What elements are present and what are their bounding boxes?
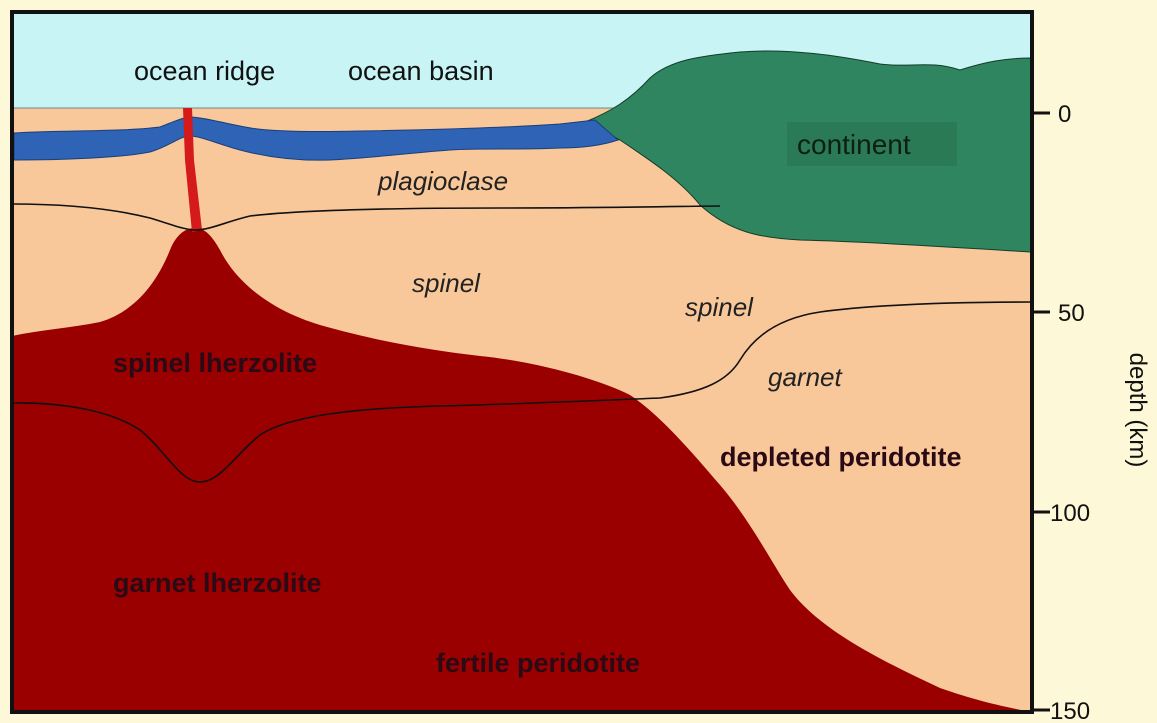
- garnet-lherzolite-label: garnet lherzolite: [113, 568, 322, 598]
- plagioclase-label: plagioclase: [377, 166, 508, 196]
- spinel-lherzolite-label: spinel lherzolite: [113, 348, 317, 378]
- depth-tick-label-0: 0: [1058, 101, 1071, 128]
- continent-label: continent: [797, 129, 911, 160]
- depth-tick-label-50: 50: [1058, 300, 1085, 327]
- depth-axis-title: depth (km): [1124, 353, 1151, 468]
- ocean-ridge-label: ocean ridge: [134, 56, 275, 86]
- spinel-label-left: spinel: [412, 268, 481, 298]
- fertile-peridotite-label: fertile peridotite: [436, 648, 640, 678]
- spinel-label-right: spinel: [685, 292, 754, 322]
- depth-tick-label-100: 100: [1050, 500, 1090, 527]
- garnet-label: garnet: [768, 362, 843, 392]
- ocean-basin-label: ocean basin: [348, 56, 494, 86]
- depth-tick-label-150: 150: [1050, 698, 1090, 723]
- depleted-peridotite-label: depleted peridotite: [720, 442, 962, 472]
